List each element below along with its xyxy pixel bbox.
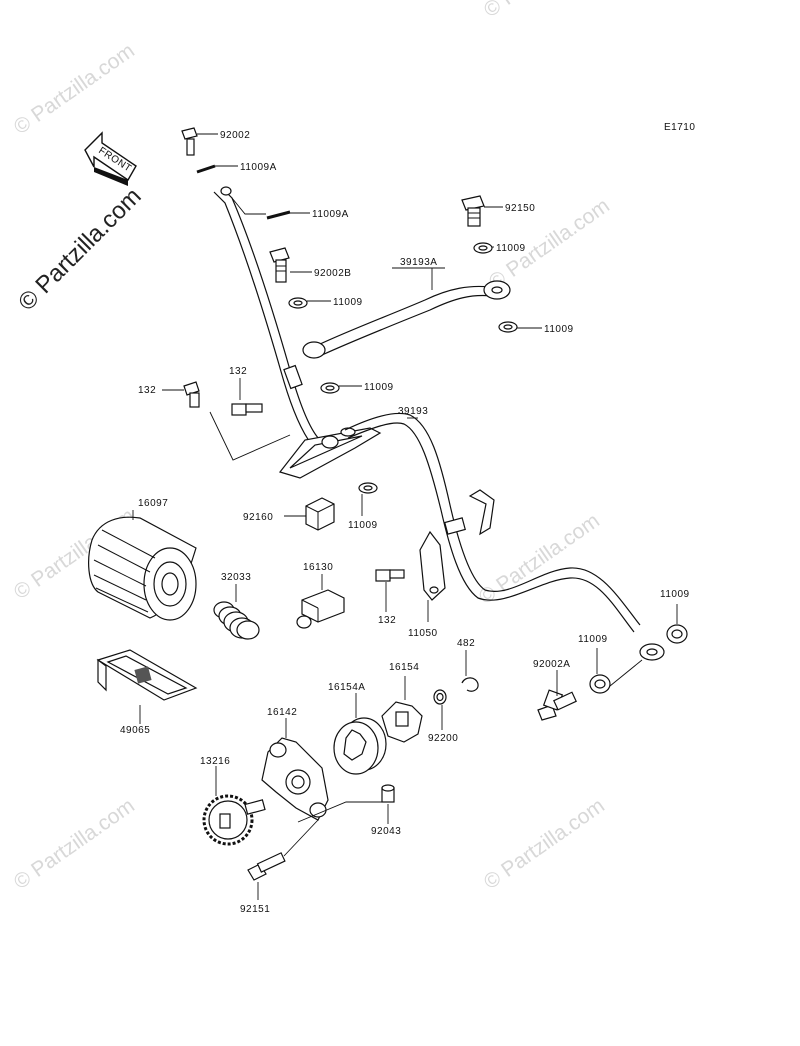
label-92151: 92151: [240, 904, 270, 915]
front-arrow-icon: FRONT: [84, 131, 137, 186]
leader-11009A-2-b: [231, 197, 266, 215]
rotor-16154A-icon: [333, 717, 387, 775]
label-11009-f: 11009: [660, 589, 690, 600]
label-39193: 39193: [398, 406, 428, 417]
label-11009A-2: 11009A: [312, 209, 349, 220]
label-11009-b: 11009: [333, 297, 363, 308]
label-92043: 92043: [371, 826, 401, 837]
circlip-482-icon: [461, 677, 479, 692]
pump-body-16142-icon: [261, 737, 329, 821]
gear-13216-icon: [202, 794, 266, 846]
label-11009-c: 11009: [544, 324, 574, 335]
bolt-92150-icon: [461, 195, 485, 227]
pipe-clamp-right-icon: [444, 489, 495, 536]
label-482: 482: [457, 638, 475, 649]
watermark-6: © Partzilla.com: [10, 794, 139, 894]
label-13216: 13216: [200, 756, 230, 767]
oil-pipe-bracket-icon: [278, 427, 382, 479]
label-16097: 16097: [138, 498, 168, 509]
bolt-92002A-icon: [537, 689, 577, 721]
label-11009-a: 11009: [496, 243, 526, 254]
pipe-39193-icon: [344, 412, 641, 626]
pin-11009A-1-icon: [196, 164, 216, 174]
bracket-11050-icon: [419, 530, 446, 601]
leader-11009-g-b: [609, 659, 643, 687]
label-11009-g: 11009: [578, 634, 608, 645]
pipe-39193-upper-icon: [221, 187, 321, 441]
block-92160-icon: [305, 497, 335, 531]
screen-49065-icon: [96, 649, 198, 701]
watermark-7: © Partzilla.com: [480, 794, 609, 894]
label-16154A: 16154A: [328, 682, 365, 693]
label-11050: 11050: [408, 628, 438, 639]
label-92002: 92002: [220, 130, 250, 141]
leader-92151-b: [283, 819, 319, 857]
label-132-c: 132: [378, 615, 396, 626]
label-16130: 16130: [303, 562, 333, 573]
pipe-39193A-b: [321, 294, 493, 356]
pipe-39193A-icon: [317, 285, 491, 346]
pin-92043-icon: [381, 784, 395, 803]
bolt-92002B-icon: [269, 247, 290, 283]
label-32033: 32033: [221, 572, 251, 583]
bolt-132-c-icon: [375, 569, 405, 582]
watermark-5: © Partzilla.com: [475, 509, 604, 609]
label-16154: 16154: [389, 662, 419, 673]
label-132-b: 132: [229, 366, 247, 377]
label-92002A: 92002A: [533, 659, 570, 670]
label-11009-d: 11009: [364, 382, 394, 393]
pipe-39193-upper-b: [213, 191, 313, 446]
rotor-16154-icon: [381, 701, 423, 743]
banjo-39193A-left-icon: [302, 341, 326, 359]
label-49065: 49065: [120, 725, 150, 736]
pipe-end-top-icon: [220, 186, 232, 196]
label-92002B: 92002B: [314, 268, 351, 279]
label-11009A-1: 11009A: [240, 162, 277, 173]
pipe-clamp-icon: [283, 364, 303, 390]
oil-filter-16097-icon: [88, 516, 197, 621]
label-92200: 92200: [428, 733, 458, 744]
label-39193A: 39193A: [400, 257, 437, 268]
watermark-1: © Partzilla.com: [10, 39, 139, 139]
label-132-a: 132: [138, 385, 156, 396]
bolt-92151-icon: [247, 852, 286, 881]
label-92150: 92150: [505, 203, 535, 214]
bolt-132-b-icon: [231, 403, 263, 416]
diagram-code: E1710: [664, 122, 695, 133]
spring-32033-icon: [213, 601, 260, 640]
watermark-main: © Partzilla.com: [13, 183, 146, 316]
bolt-92002-icon: [181, 127, 198, 156]
bolt-132-a-icon: [183, 381, 200, 408]
pipe-39193-b: [347, 422, 635, 633]
label-16142: 16142: [267, 707, 297, 718]
valve-16130-icon: [296, 589, 345, 629]
label-92160: 92160: [243, 512, 273, 523]
label-11009-e: 11009: [348, 520, 378, 531]
leader-132-a-b: [209, 411, 291, 461]
pin-11009A-2-icon: [266, 210, 291, 220]
watermark-2: © Partzilla.com: [480, 0, 609, 22]
leader-92043-line: [297, 801, 382, 823]
